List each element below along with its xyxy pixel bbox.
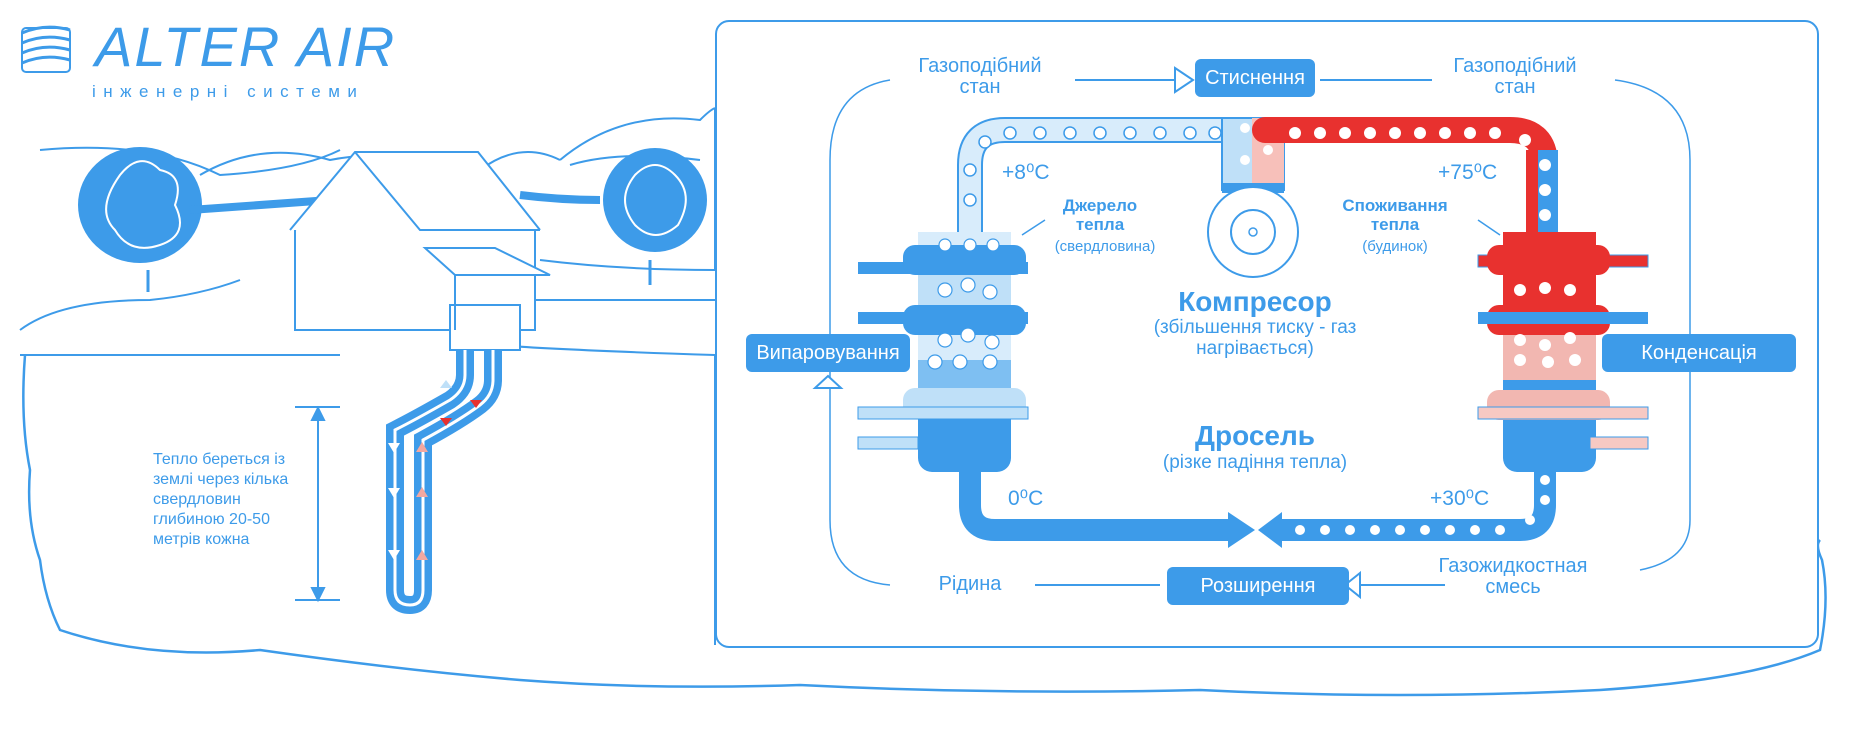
expansion-badge: Розширення: [1167, 567, 1349, 605]
state-label-top-right: Газоподібний стан: [1453, 55, 1577, 98]
state-label-top-left: Газоподібний стан: [918, 55, 1042, 98]
evaporator-vessel: [857, 232, 1029, 472]
heat-consumer-subtitle: (будинок): [1362, 238, 1428, 255]
heat-source-title: Джерело тепла: [1062, 196, 1138, 234]
evaporation-badge: Випаровування: [746, 334, 910, 372]
brand-tagline: інженерні системи: [92, 82, 365, 101]
compression-badge: Стиснення: [1195, 59, 1315, 97]
logo-icon: [21, 25, 71, 73]
temp-plus8: +8⁰C: [1002, 161, 1050, 184]
heat-source-subtitle: (свердловина): [1054, 238, 1156, 255]
mixture-label: Газожидкостная смесь: [1438, 555, 1588, 598]
ground-outline: [22, 354, 1827, 697]
condenser-vessel: [1477, 232, 1649, 472]
tree-left-icon: [78, 147, 202, 292]
compressor-title: Компресор: [1178, 286, 1332, 317]
depth-arrow: [295, 405, 340, 603]
throttle-title: Дросель: [1195, 420, 1315, 451]
throttle-subtitle: (різке падіння тепла): [1162, 452, 1348, 473]
tree-right-icon: [603, 148, 707, 285]
temp-zero: 0⁰C: [1008, 487, 1044, 510]
temp-plus30: +30⁰C: [1430, 487, 1490, 510]
compressor-icon: [1207, 117, 1299, 278]
borehole-pipe: [386, 350, 502, 615]
condensation-badge: Конденсація: [1602, 334, 1796, 372]
temp-plus75: +75⁰C: [1438, 161, 1498, 184]
heat-consumer-title: Споживання тепла: [1342, 196, 1448, 234]
liquid-label: Рідина: [938, 573, 1002, 595]
brand-name: ALTER AIR: [95, 15, 397, 78]
borehole-note: Тепло береться із землі через кілька све…: [153, 451, 289, 548]
house-icon: [289, 151, 551, 351]
compressor-subtitle: (збільшення тиску - газ нагрівається): [1153, 317, 1357, 359]
